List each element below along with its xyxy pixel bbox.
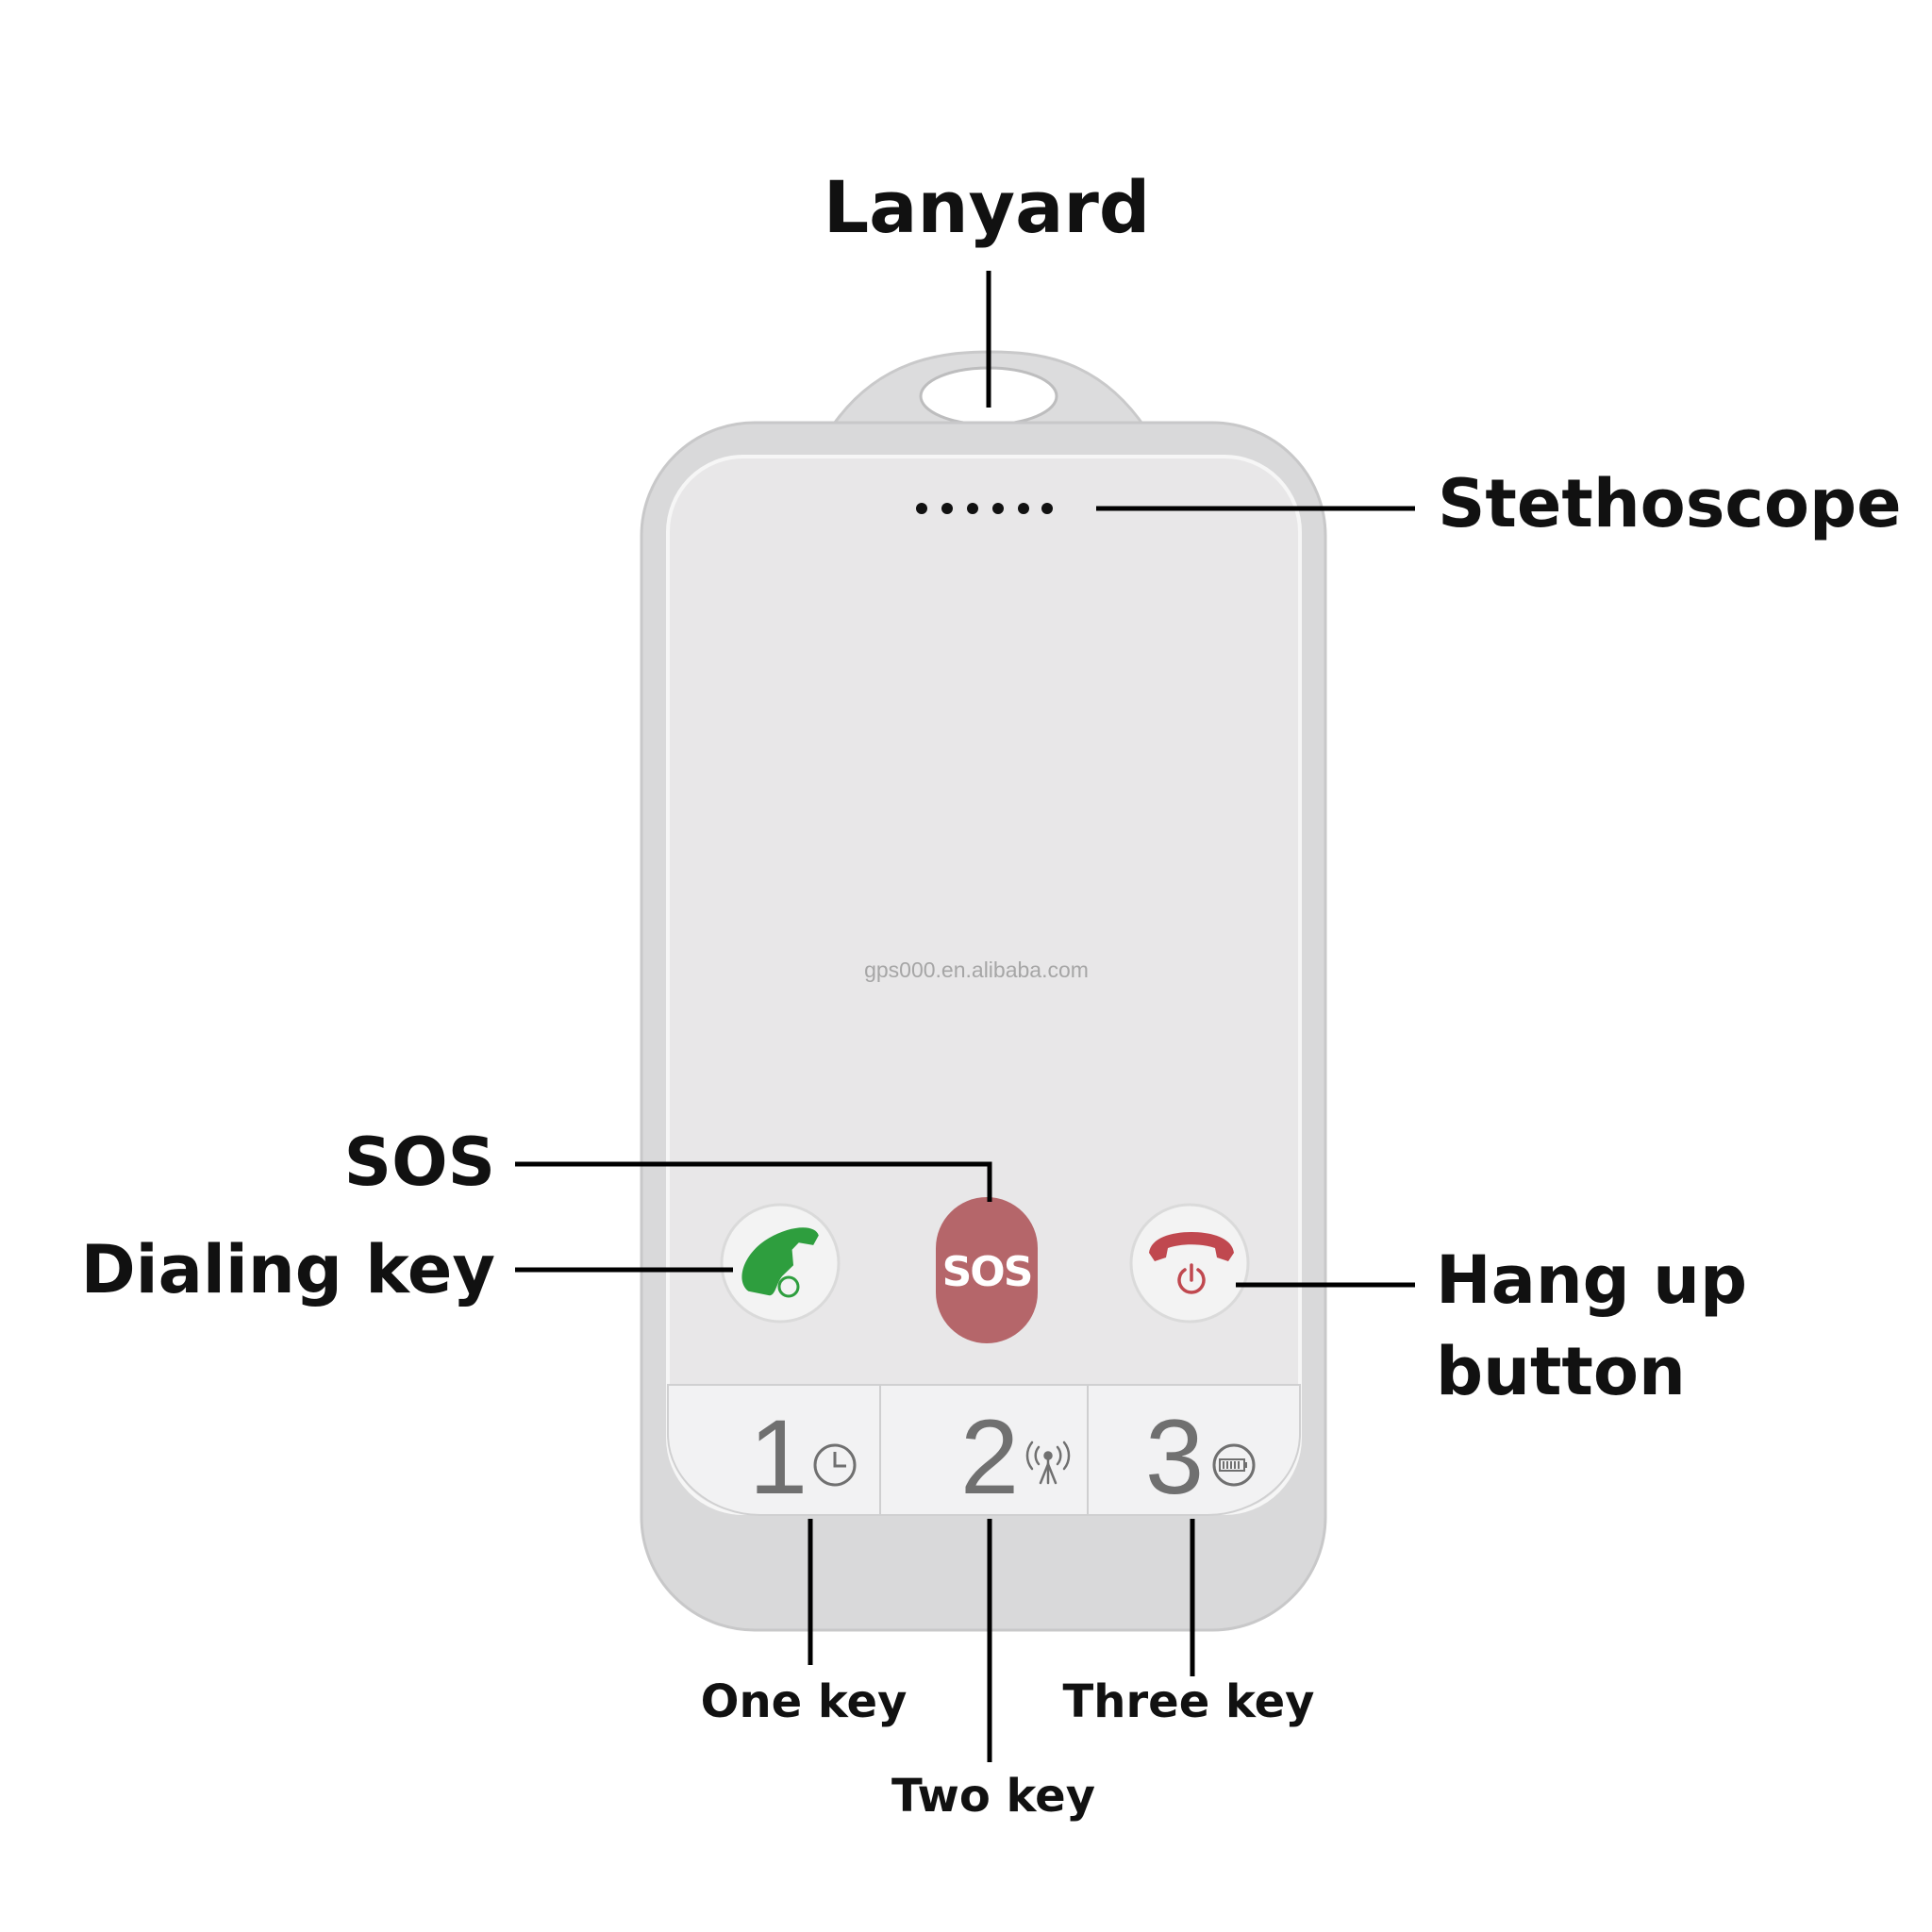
sos-button[interactable]: SOS (936, 1197, 1038, 1343)
sos-button-label: SOS (942, 1248, 1032, 1296)
speaker-dot (967, 503, 978, 514)
speaker-dot (1041, 503, 1053, 514)
speaker-dot (992, 503, 1004, 514)
key-2-digit: 2 (960, 1398, 1019, 1516)
label-two-key: Two key (891, 1770, 1095, 1823)
stethoscope-holes (916, 503, 1053, 514)
watermark: gps000.en.alibaba.com (864, 958, 1089, 982)
label-lanyard: Lanyard (824, 165, 1151, 249)
label-one-key: One key (701, 1675, 908, 1728)
dialing-key-button[interactable] (720, 1203, 841, 1324)
key-1[interactable]: 1 (749, 1398, 857, 1516)
speaker-dot (941, 503, 953, 514)
callout-labels: Lanyard Stethoscope SOS Dialing key Hang… (81, 165, 1902, 1823)
label-three-key: Three key (1063, 1675, 1315, 1728)
sos-leader (515, 1161, 992, 1202)
label-stethoscope: Stethoscope (1438, 465, 1902, 542)
hang-up-phone-icon (1149, 1232, 1234, 1294)
signal-antenna-icon (1025, 1441, 1071, 1485)
hang-up-button[interactable] (1129, 1203, 1250, 1324)
key-1-digit: 1 (749, 1398, 808, 1516)
clock-icon (813, 1443, 857, 1487)
label-sos: SOS (344, 1124, 495, 1201)
leader-lines (515, 271, 1415, 1762)
dial-indicator-circle (777, 1275, 800, 1298)
speaker-dot (1018, 503, 1029, 514)
label-hang-up-line2: button (1436, 1333, 1686, 1410)
device-face (666, 455, 1302, 1515)
key-2[interactable]: 2 (960, 1398, 1071, 1516)
battery-icon (1212, 1443, 1256, 1487)
label-dialing-key: Dialing key (81, 1231, 495, 1308)
phone-call-icon (741, 1227, 819, 1298)
key-3-digit: 3 (1145, 1398, 1204, 1516)
key-3[interactable]: 3 (1145, 1398, 1256, 1516)
power-icon (1177, 1263, 1206, 1294)
speaker-dot (916, 503, 927, 514)
label-hang-up-line1: Hang up (1436, 1241, 1747, 1319)
